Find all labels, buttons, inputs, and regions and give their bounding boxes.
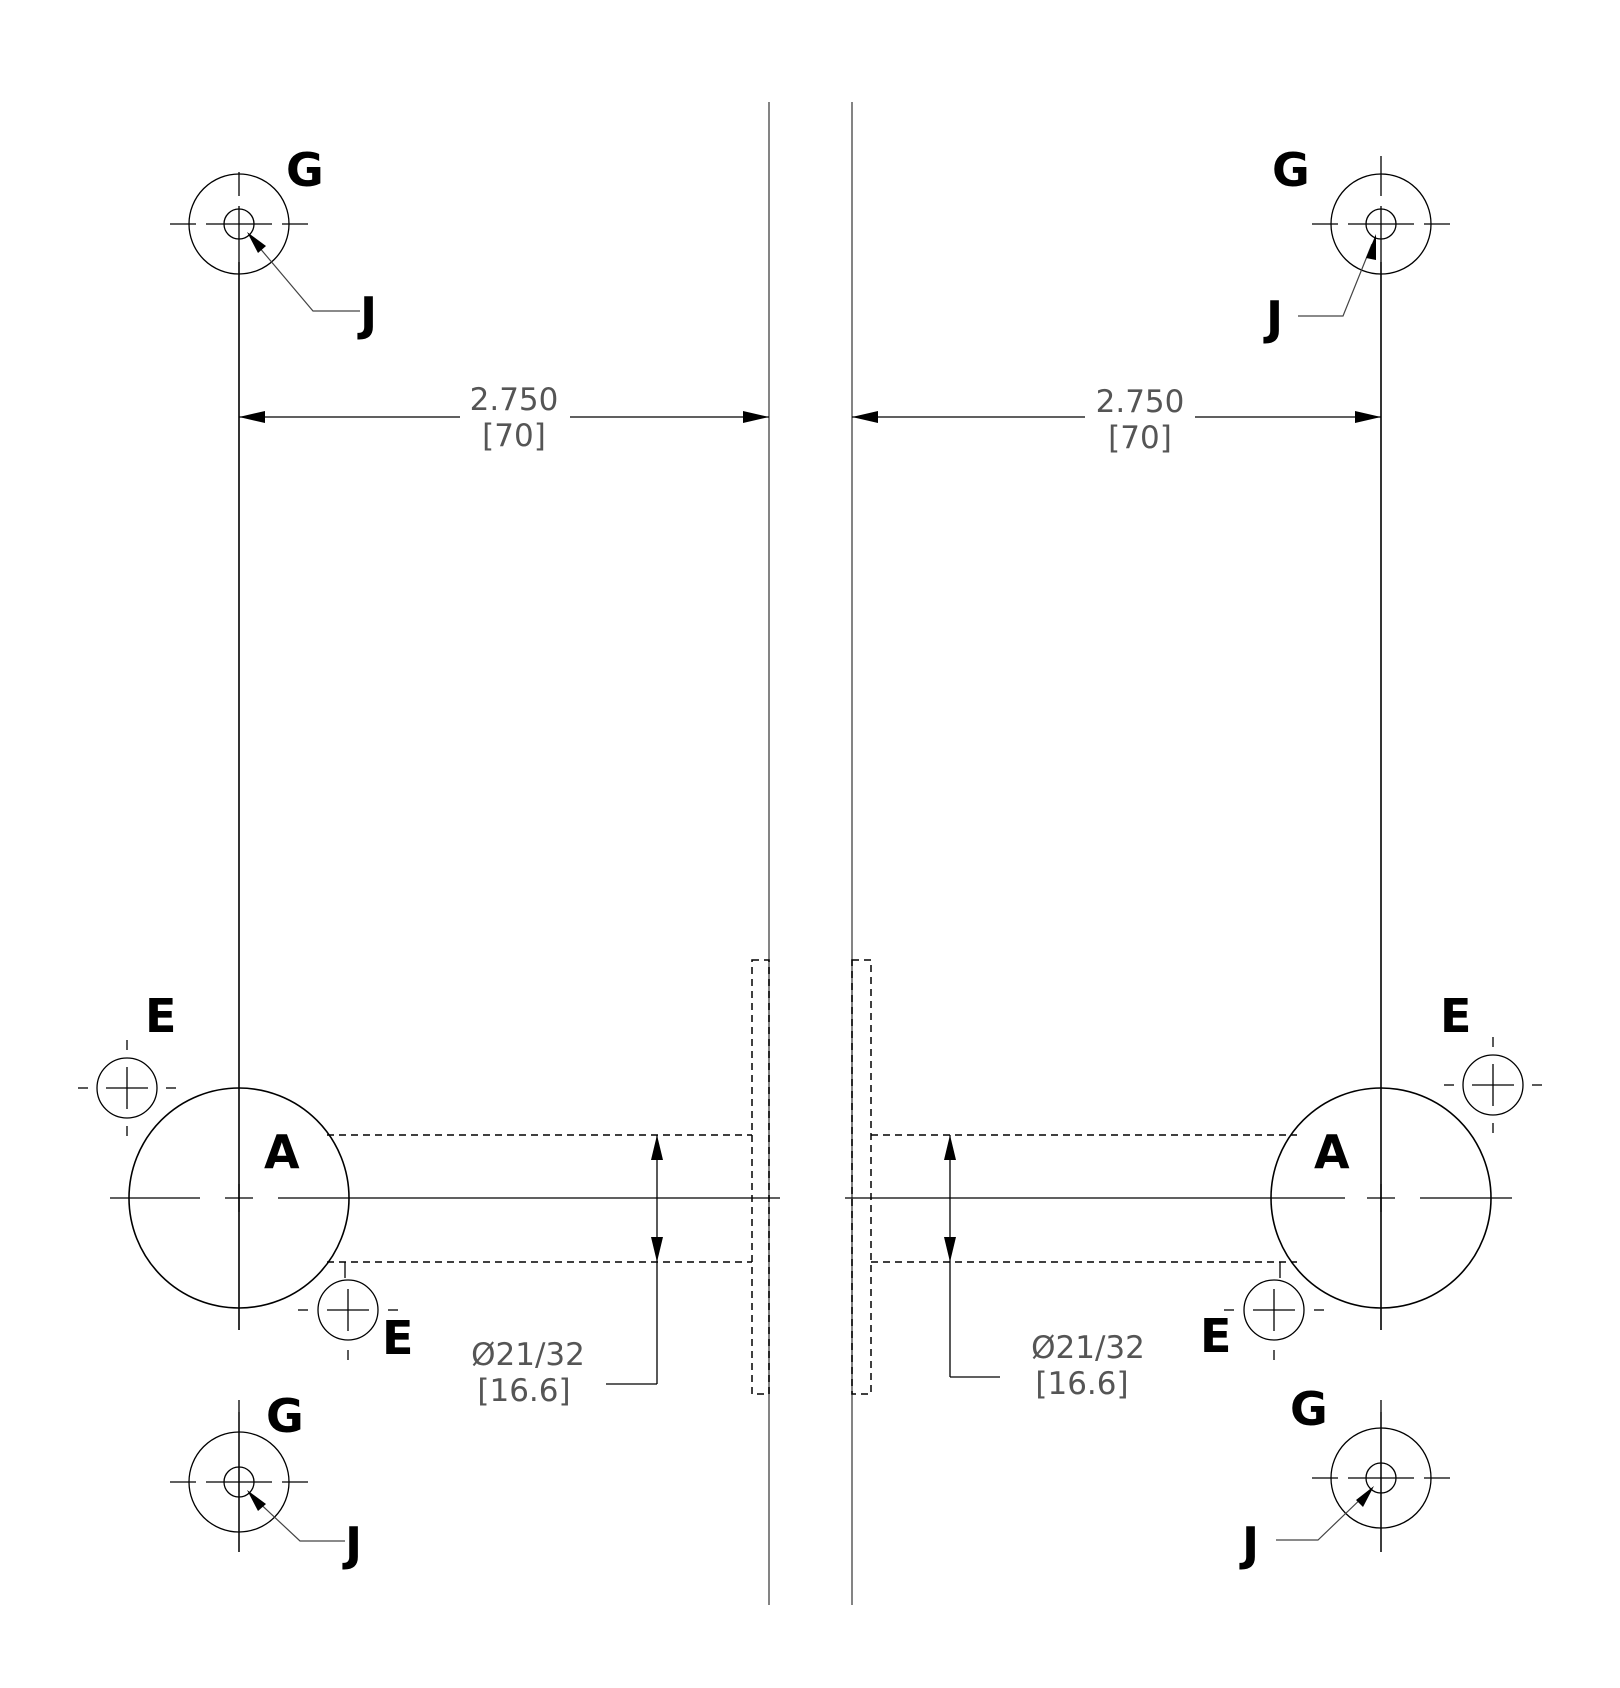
- label-j-bottom-left: J: [342, 1517, 362, 1571]
- faceplate-left: [751, 959, 770, 1395]
- label-e-upper-right: E: [1440, 989, 1471, 1043]
- label-g-top-left: G: [286, 143, 324, 197]
- bore-dim-mm-left: [16.6]: [477, 1373, 570, 1409]
- e-hole-upper-right: [1444, 1037, 1542, 1133]
- j-leader-top-right: [1298, 243, 1373, 317]
- label-e-lower-right: E: [1200, 1309, 1231, 1363]
- g-hole-bottom-right: [1312, 1412, 1450, 1552]
- backset-dim-in-left: 2.750: [470, 382, 559, 418]
- backset-dim-mm-right: [70]: [1108, 420, 1172, 456]
- label-a-right: A: [1314, 1125, 1350, 1179]
- label-j-top-right: J: [1263, 291, 1283, 345]
- label-g-bottom-left: G: [266, 1389, 304, 1443]
- g-hole-top-left: [170, 172, 308, 275]
- g-hole-bottom-left: [170, 1412, 308, 1552]
- right-view: [845, 156, 1542, 1552]
- backset-dim-mm-left: [70]: [482, 418, 546, 454]
- bore-dim-mm-right: [16.6]: [1035, 1366, 1128, 1402]
- label-e-lower-left: E: [382, 1311, 413, 1365]
- j-leader-top-left: [252, 239, 360, 312]
- left-view: [78, 172, 780, 1552]
- e-hole-upper-left: [78, 1040, 176, 1136]
- label-a-left: A: [264, 1125, 300, 1179]
- bore-dim-in-left: Ø21/32: [471, 1337, 585, 1373]
- e-hole-lower-left: [298, 1279, 398, 1360]
- j-leader-bottom-right: [1276, 1491, 1369, 1541]
- label-e-upper-left: E: [145, 989, 176, 1043]
- e-hole-lower-right: [1224, 1279, 1324, 1360]
- label-j-bottom-right: J: [1239, 1517, 1259, 1571]
- faceplate-right: [851, 959, 872, 1395]
- backset-dim-in-right: 2.750: [1096, 384, 1185, 420]
- g-hole-top-right: [1312, 156, 1450, 275]
- bore-dim-in-right: Ø21/32: [1031, 1330, 1145, 1366]
- label-j-top-left: J: [357, 287, 377, 341]
- j-leader-bottom-left: [252, 1496, 345, 1542]
- label-g-bottom-right: G: [1290, 1382, 1328, 1436]
- label-g-top-right: G: [1272, 143, 1310, 197]
